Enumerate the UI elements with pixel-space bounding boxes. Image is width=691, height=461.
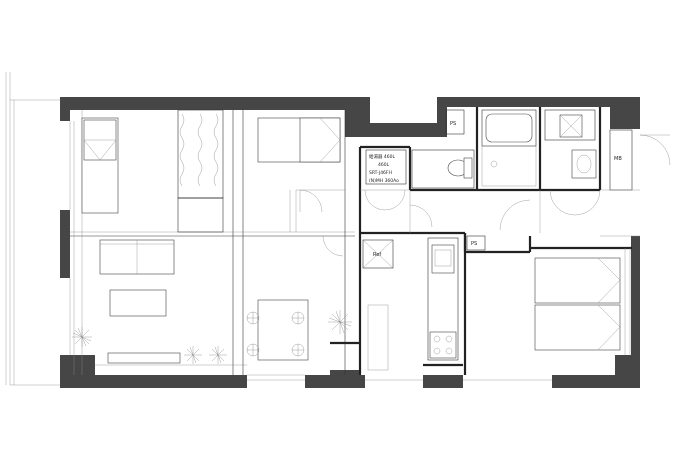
room-lines [69, 110, 631, 381]
tv-stand [107, 352, 181, 364]
meter-box: MB [609, 129, 633, 191]
toilet [411, 149, 475, 189]
ps-shaft-top: PS [445, 109, 465, 135]
washroom [544, 109, 597, 179]
ps-mid-label: PS [471, 241, 477, 247]
plant-icon [72, 310, 352, 364]
hall-lines [409, 189, 640, 237]
water-heater: 給湯器 460L 460L SRT-J46FH (N)MH 360Ao [365, 149, 407, 185]
water-heater-line1: 給湯器 460L [369, 153, 396, 160]
water-heater-line2: 460L [378, 162, 390, 168]
kitchen [367, 237, 459, 371]
water-heater-line4: (N)MH 360Ao [369, 178, 399, 184]
water-heater-line3: SRT-J46FH [369, 170, 392, 176]
dining-set [246, 299, 309, 361]
balcony [5, 72, 60, 386]
bed-left [81, 117, 119, 214]
wardrobe [177, 109, 224, 233]
ref-label: Ref [373, 252, 381, 258]
coffee-table [109, 289, 167, 317]
ps-top-label: PS [450, 121, 456, 127]
bed-right [534, 257, 621, 351]
sofa [99, 239, 175, 275]
door-swings [299, 134, 671, 257]
exterior-walls [60, 97, 640, 388]
ps-shaft-mid: PS [466, 235, 486, 251]
mb-label: MB [614, 156, 622, 162]
bed-middle [257, 117, 341, 163]
refrigerator: Ref [362, 239, 394, 269]
bathtub [481, 109, 537, 187]
